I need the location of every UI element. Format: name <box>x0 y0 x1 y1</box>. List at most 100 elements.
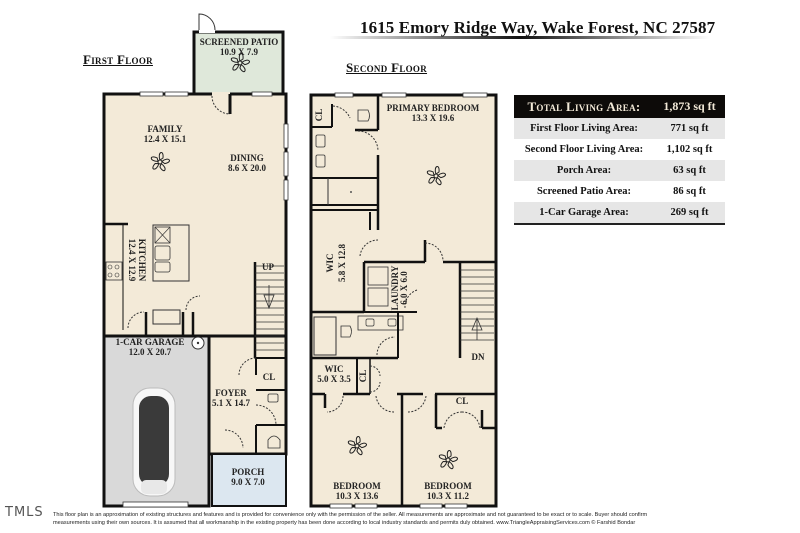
area-value: 86 sq ft <box>673 186 706 197</box>
stairs-down-label: DN <box>472 352 485 362</box>
window <box>381 92 407 98</box>
main-living-area <box>102 92 288 338</box>
toilet-icon <box>267 435 281 449</box>
room-dims-dining: 8.6 X 20.0 <box>228 163 266 173</box>
table-row-porch: Porch Area: 63 sq ft <box>514 160 725 181</box>
washer-icon <box>367 266 389 286</box>
stairs-up-label: UP <box>262 262 274 272</box>
area-label: Screened Patio Area: <box>536 186 632 197</box>
table-row-screened-patio: Screened Patio Area: 86 sq ft <box>514 181 725 202</box>
area-value: 1,102 sq ft <box>666 144 713 155</box>
stairs-down <box>458 262 494 358</box>
window <box>139 91 164 97</box>
room-dims-porch: 9.0 X 7.0 <box>231 477 265 487</box>
burner <box>114 272 120 278</box>
room-label-garage: 1-CAR GARAGE <box>116 337 185 347</box>
kitchen-island <box>152 224 190 282</box>
door-swing <box>127 311 145 329</box>
toilet-icon <box>357 109 370 122</box>
window <box>354 503 378 509</box>
door-swing <box>255 404 277 426</box>
room-label-porch: PORCH <box>232 467 265 477</box>
area-label: Second Floor Living Area: <box>524 144 644 155</box>
cabinet <box>152 309 181 325</box>
vanity <box>357 315 404 331</box>
address-underline <box>330 36 710 39</box>
room-label-wic-primary: WIC <box>325 253 335 272</box>
door-swing <box>376 336 396 356</box>
door-swing <box>211 95 231 115</box>
area-value: 63 sq ft <box>654 160 725 181</box>
sink-icon <box>315 154 326 168</box>
room-label-hall-closet: CL <box>358 370 368 383</box>
room-dims-family: 12.4 X 15.1 <box>144 134 187 144</box>
second-floor-plan <box>309 92 498 509</box>
door-swing <box>369 381 381 393</box>
window <box>283 179 289 201</box>
room-dims-wic-small: 5.0 X 3.5 <box>317 374 351 384</box>
door-swing <box>185 295 201 311</box>
area-label: Porch Area: <box>514 160 654 181</box>
sink-icon <box>315 134 326 148</box>
sink-icon <box>154 245 171 261</box>
window <box>283 151 289 177</box>
door-swing <box>326 395 344 413</box>
disclaimer-line-2: measurements using their own sources. It… <box>53 520 636 526</box>
toilet-icon <box>340 325 352 338</box>
room-label-primary-bedroom: PRIMARY BEDROOM <box>387 103 480 113</box>
window <box>251 91 273 97</box>
table-row-second-floor: Second Floor Living Area: 1,102 sq ft <box>514 139 725 160</box>
door-swing <box>404 289 418 309</box>
stove-icon <box>105 261 123 281</box>
first-floor-label: First Floor <box>83 52 153 67</box>
room-label-primary-closet: CL <box>314 109 324 122</box>
area-label: First Floor Living Area: <box>514 118 654 139</box>
water-heater-dot <box>196 341 200 345</box>
car-icon <box>132 387 176 497</box>
dishwasher-x <box>154 226 171 244</box>
shower-drain <box>350 191 352 193</box>
sink-icon <box>267 393 279 403</box>
first-floor-plan <box>102 13 289 508</box>
area-label: 1-Car Garage Area: <box>514 202 654 224</box>
room-label-foyer-closet: CL <box>263 372 276 382</box>
room-dims-bedroom-2: 10.3 X 13.6 <box>336 491 379 501</box>
room-label-dining: DINING <box>230 153 264 163</box>
table-row-first-floor: First Floor Living Area: 771 sq ft <box>514 118 725 139</box>
room-label-kitchen: KITCHEN <box>137 239 147 282</box>
window <box>164 91 189 97</box>
area-value: 771 sq ft <box>654 118 725 139</box>
window <box>283 123 289 149</box>
room-dims-primary-bedroom: 13.3 X 19.6 <box>412 113 455 123</box>
window <box>462 92 488 98</box>
room-dims-wic-primary: 5.8 X 12.8 <box>337 244 347 282</box>
disclaimer-text: This floor plan is an approximation of e… <box>53 511 793 527</box>
door-swing <box>224 429 244 449</box>
disclaimer-line-1: This floor plan is an approximation of e… <box>53 512 648 518</box>
window <box>329 503 353 509</box>
room-dims-screened-patio: 10.9 X 7.9 <box>220 47 258 57</box>
dishwasher-icon <box>154 226 171 244</box>
stairs-up <box>253 262 284 358</box>
room-dims-laundry: 6.0 X 6.0 <box>399 271 409 305</box>
bathtub-icon <box>313 316 337 356</box>
property-address: 1615 Emory Ridge Way, Wake Forest, NC 27… <box>360 18 716 37</box>
window <box>419 503 443 509</box>
room-label-laundry: LAUNDRY <box>390 265 400 310</box>
dryer-icon <box>367 287 389 307</box>
room-label-bedroom-3: BEDROOM <box>424 481 472 491</box>
room-dims-bedroom-3: 10.3 X 11.2 <box>427 491 470 501</box>
area-summary-table: Total Living Area: 1,873 sq ft First Flo… <box>514 95 725 225</box>
patio-door-swing <box>198 13 216 32</box>
sink-icon <box>387 318 397 327</box>
mls-logo: TMLS <box>5 505 44 520</box>
area-value: 269 sq ft <box>654 202 725 224</box>
sink-icon <box>154 261 171 273</box>
burner <box>107 264 113 270</box>
room-dims-garage: 12.0 X 20.7 <box>129 347 172 357</box>
room-label-foyer: FOYER <box>215 388 247 398</box>
door-swing <box>369 365 381 377</box>
room-label-bedroom-2: BEDROOM <box>333 481 381 491</box>
window <box>334 92 354 98</box>
area-label: Total Living Area: <box>514 95 654 118</box>
